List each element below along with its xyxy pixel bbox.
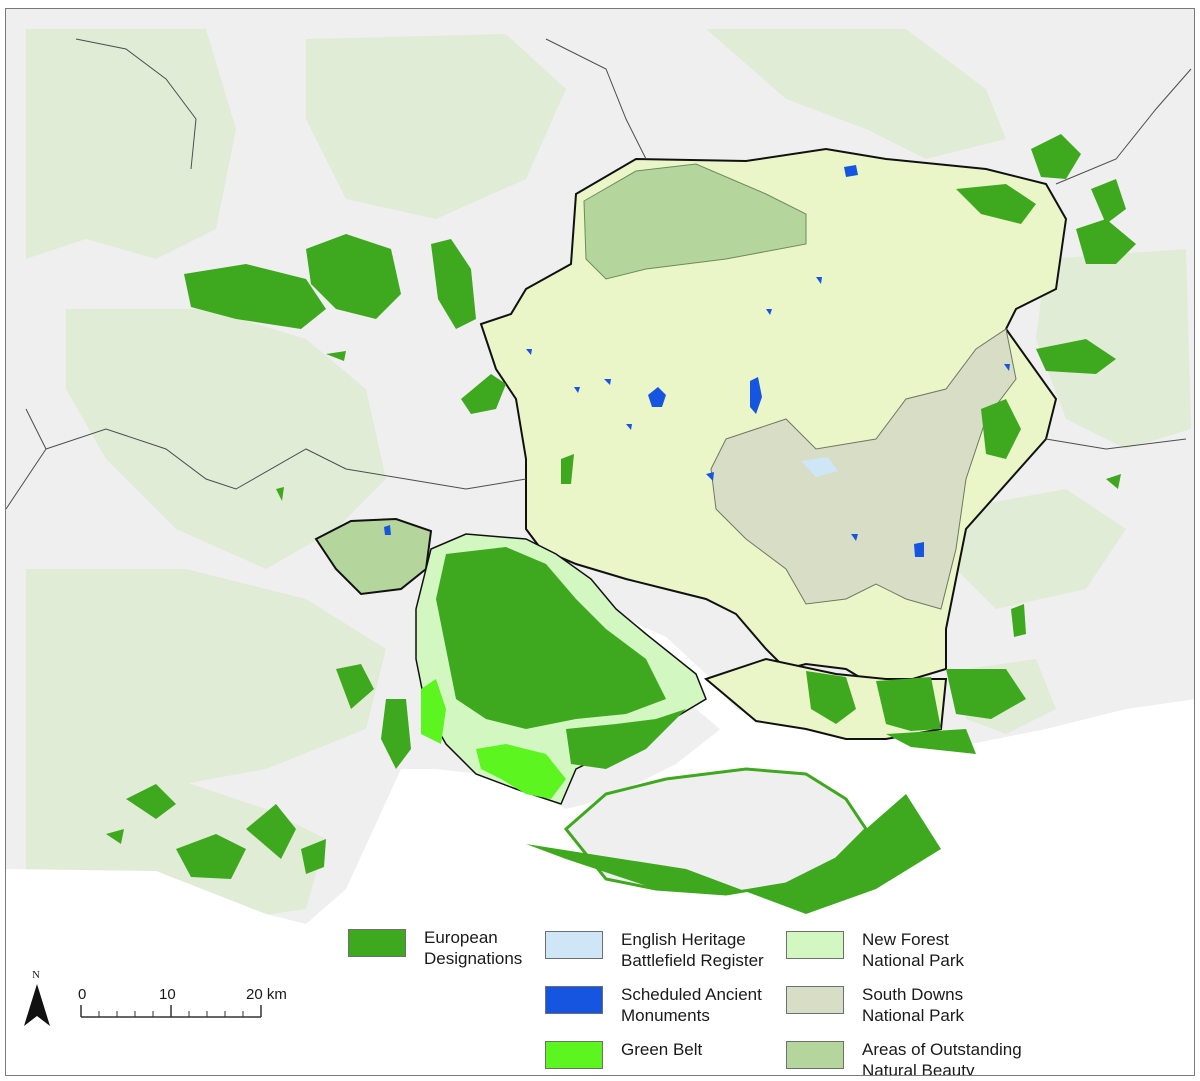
legend-label-line2: Natural Beauty: [862, 1061, 975, 1076]
designations-map: [6, 9, 1194, 1075]
solent-european-designation: [526, 794, 941, 914]
north-arrow-label: N: [32, 969, 40, 981]
north-arrow-icon: [24, 984, 50, 1026]
legend-label-line2: Monuments: [621, 1006, 710, 1025]
european-designations: [106, 134, 1136, 879]
legend-swatch-european-designations: [348, 929, 406, 957]
scale-tick-label-20: 20 km: [246, 986, 287, 1003]
scheduled-ancient-monuments: [384, 165, 1010, 557]
green-belt-areas: [421, 679, 566, 799]
battlefield-register-site: [801, 457, 838, 477]
south-downs-national-park: [710, 328, 1017, 610]
north-wessex-downs-aonb: [583, 163, 807, 280]
legend-label-line1: European: [424, 928, 498, 947]
scale-tick-label-0: 0: [78, 986, 87, 1003]
scale-tick-label-10: 10: [159, 986, 176, 1003]
legend-label-line2: Battlefield Register: [621, 951, 764, 970]
legend-label-line2: National Park: [862, 951, 965, 970]
sea: [6, 699, 1194, 1075]
legend-swatch-green-belt: [545, 1041, 603, 1069]
legend-swatch-south-downs: [786, 986, 844, 1014]
legend-label-line1: Green Belt: [621, 1040, 703, 1059]
county-boundaries: [6, 38, 1192, 510]
scale-bar: [80, 1005, 262, 1018]
legend-swatch-aonb: [786, 1041, 844, 1069]
legend-swatch-battlefield-register: [545, 931, 603, 959]
legend-label-line1: Areas of Outstanding: [862, 1040, 1022, 1059]
legend-label-line2: National Park: [862, 1006, 965, 1025]
legend-label-line1: English Heritage: [621, 930, 746, 949]
legend-label-line2: Designations: [424, 949, 523, 968]
legend-label-line1: Scheduled Ancient: [621, 985, 762, 1004]
legend-swatch-new-forest: [786, 931, 844, 959]
legend-label-line1: South Downs: [862, 985, 964, 1004]
legend-label-line1: New Forest: [862, 930, 949, 949]
legend-item-green-belt: Green Belt: [545, 1039, 702, 1069]
new-forest-european-designation: [436, 547, 686, 769]
legend-swatch-scheduled-monuments: [545, 986, 603, 1014]
